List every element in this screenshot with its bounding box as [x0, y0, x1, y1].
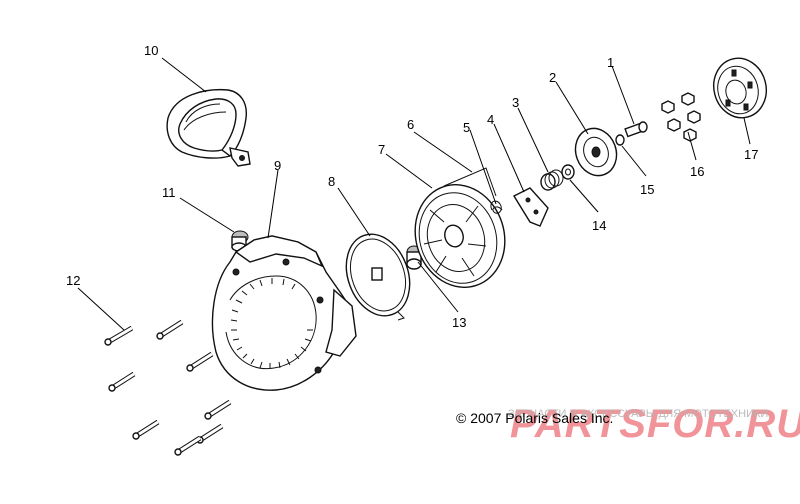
callout-4: 4: [487, 112, 494, 127]
callout-17: 17: [744, 147, 758, 162]
housing-vent-slots: [230, 278, 313, 369]
bolt-a: [104, 325, 134, 346]
starter-handle-part: [166, 88, 251, 167]
callout-3: 3: [512, 95, 519, 110]
recoil-housing-part: [211, 235, 357, 391]
nuts-part: [661, 92, 701, 142]
callout-15: 15: [640, 182, 654, 197]
pawl-part: [513, 187, 549, 227]
starter-cup-part: [713, 57, 767, 119]
disc-part: [345, 233, 411, 321]
pulley-reel-part: [414, 167, 506, 288]
callout-16: 16: [690, 164, 704, 179]
friction-plate-part: [574, 127, 618, 177]
callout-labels: 1 2 3 4 5 6 7 8 9 10 11 12 13 14 15 16 1…: [66, 43, 758, 330]
callout-9: 9: [274, 158, 281, 173]
bolt-g: [196, 423, 224, 444]
watermark-logo-text: PARTSFOR.RU: [510, 402, 800, 446]
callout-8: 8: [328, 174, 335, 189]
callout-6: 6: [407, 117, 414, 132]
bolt-e: [204, 399, 232, 420]
callout-1: 1: [607, 55, 614, 70]
housing-bolts-part: [104, 319, 232, 456]
bolt-d: [108, 371, 136, 392]
center-bolt-part: [624, 121, 648, 138]
coil-spring-part: [540, 169, 564, 191]
callout-12: 12: [66, 273, 80, 288]
copyright-notice: © 2007 Polaris Sales Inc.: [456, 410, 614, 426]
callout-5: 5: [463, 120, 470, 135]
bolt-b: [156, 319, 184, 340]
bolt-f: [132, 419, 160, 440]
small-washer-part: [615, 134, 625, 146]
small-spring-part: [490, 200, 503, 214]
leader-lines: [77, 57, 751, 331]
bushing-part: [406, 245, 422, 270]
washer-part: [561, 164, 575, 180]
callout-10: 10: [144, 43, 158, 58]
callout-2: 2: [549, 70, 556, 85]
callout-7: 7: [378, 142, 385, 157]
bolt-h: [174, 435, 202, 456]
callout-14: 14: [592, 218, 606, 233]
bolt-c: [186, 351, 214, 372]
callout-11: 11: [162, 185, 176, 200]
callout-13: 13: [452, 315, 466, 330]
watermark-tagline: ЗАПЧАСТИ И АКСЕССУАРЫ ДЛЯ МОТОТЕХНИКИ: [508, 408, 769, 420]
